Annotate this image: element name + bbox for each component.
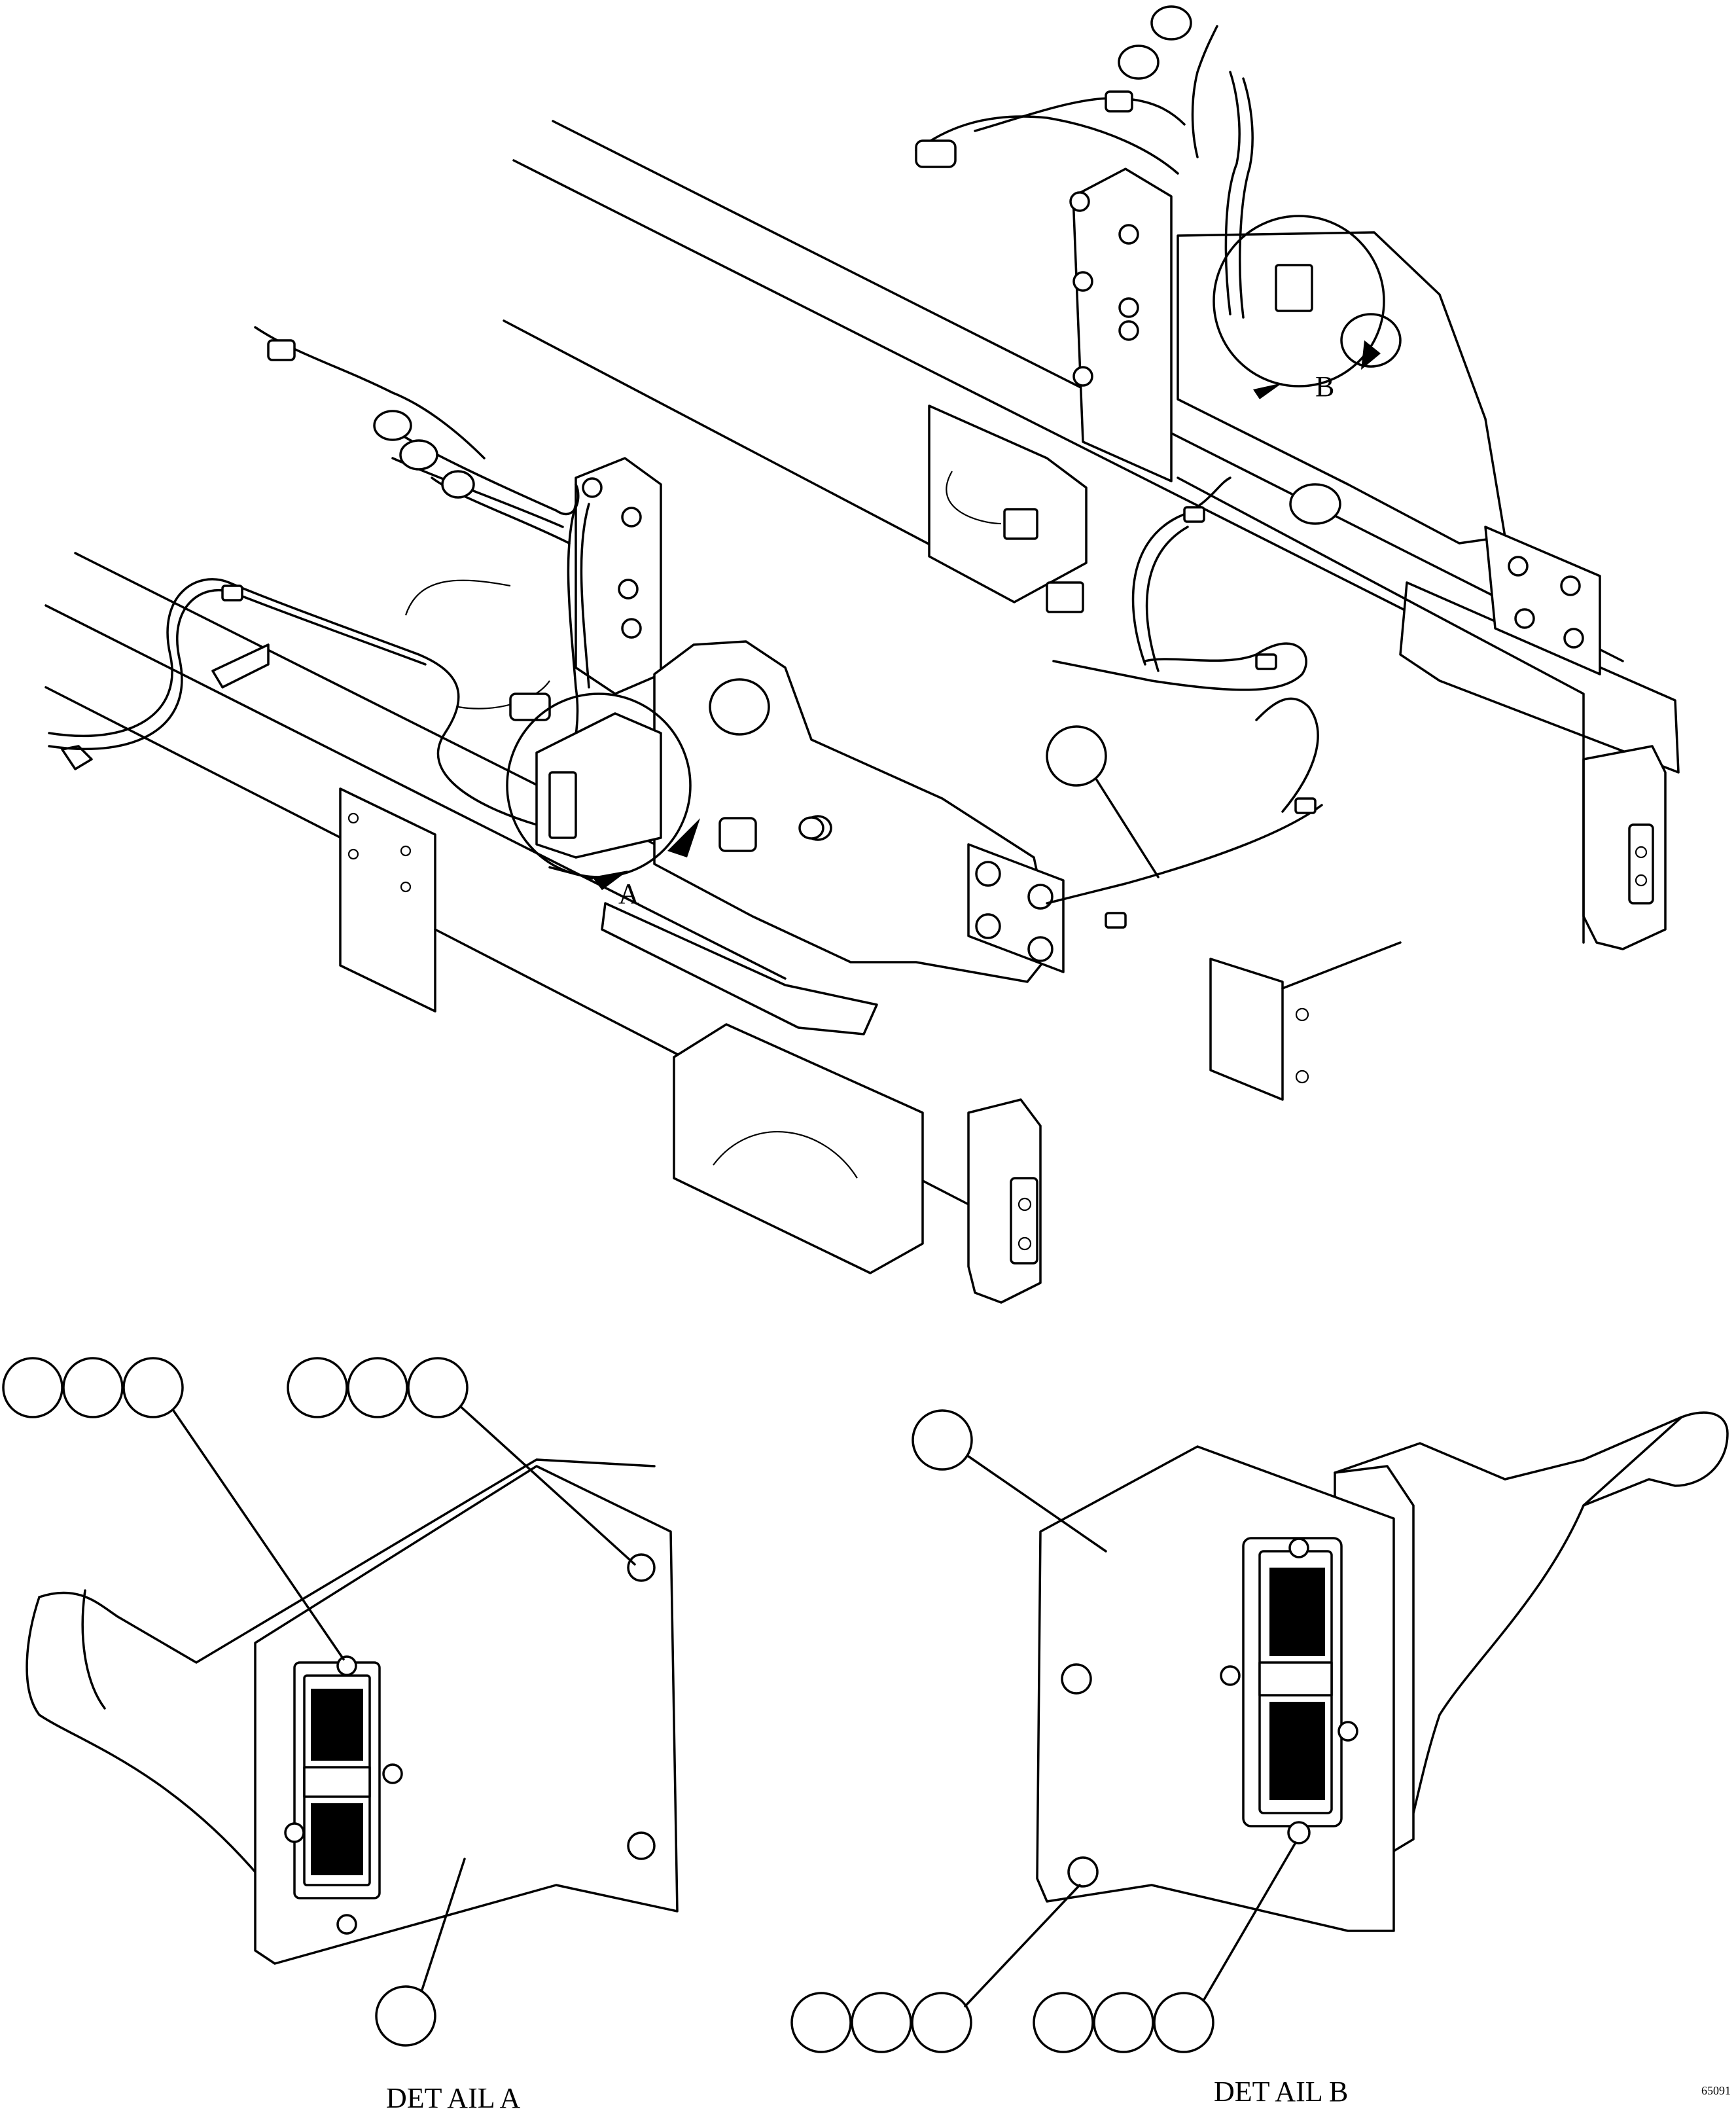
callout-b-1: [912, 1409, 973, 1471]
callout-a-5: [347, 1357, 408, 1418]
callout-a-4: [287, 1357, 348, 1418]
callout-b-5: [1033, 1992, 1094, 2053]
detail-a-title: DET AIL A: [386, 2082, 521, 2114]
callout-a-3: [122, 1357, 184, 1418]
drawing-number: 65091: [1701, 2084, 1731, 2097]
detail-b-marker: B: [1213, 215, 1385, 403]
callout-b-2: [790, 1992, 852, 2053]
left-beam: [339, 787, 1042, 1304]
callout-b-7: [1153, 1992, 1214, 2053]
detail-b-letter: B: [1315, 370, 1334, 403]
harness-clips: [221, 506, 1317, 929]
detail-a-letter: A: [618, 878, 639, 910]
control-plate: [928, 405, 1088, 613]
callout-b-3: [851, 1992, 912, 2053]
detail-b-title: DET AIL B: [1214, 2076, 1348, 2108]
left-bracket: [575, 457, 1065, 1035]
right-bracket: [1069, 168, 1601, 675]
callout-a-2: [62, 1357, 124, 1418]
right-beam: [1177, 477, 1680, 950]
callout-b-6: [1093, 1992, 1154, 2053]
detail-a-view: DET AIL A: [2, 1357, 679, 2114]
callout-a-1: [2, 1357, 63, 1418]
callout-b-4: [911, 1992, 972, 2053]
callout-a-6: [407, 1357, 469, 1418]
callout-a-7: [375, 1985, 436, 2047]
detail-a-marker: A: [506, 692, 700, 910]
detail-b-view: DET AIL B: [790, 1409, 1729, 2108]
main-assembly-view: A B: [44, 5, 1680, 1304]
main-harness-callout: [1046, 725, 1160, 878]
connector-pins-b: [1269, 1568, 1325, 1800]
connectors: [267, 5, 1192, 852]
connector-pins-a: [311, 1689, 363, 1875]
left-small-parts: [61, 643, 1402, 1101]
